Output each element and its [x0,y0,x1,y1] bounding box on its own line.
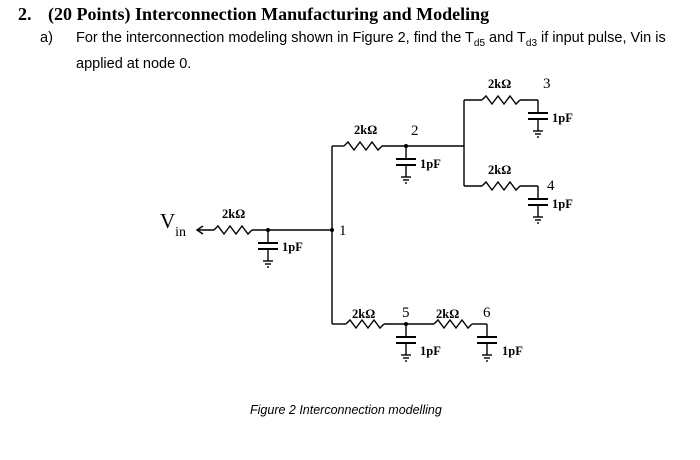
capacitor-label-c4: 1pF [552,197,573,211]
resistor-label-r6: 2kΩ [436,307,459,321]
part-a-text-mid: and T [485,30,526,46]
part-a-sub-d5: d5 [473,37,486,49]
capacitor-c3 [527,99,549,138]
capacitor-label-c6: 1pF [502,344,523,358]
capacitor-c2 [395,145,417,184]
resistor-label-r3: 2kΩ [488,77,511,91]
part-a-text-before: For the interconnection modeling shown i… [76,30,474,46]
resistor-r5 [345,318,385,330]
question-number: 2. [18,4,32,24]
capacitor-c5 [395,323,417,362]
part-a-label: a) [40,30,53,46]
resistor-r1 [213,224,253,236]
part-a-sub-d3: d3 [525,37,538,49]
part-a-text: a) For the interconnection modeling show… [40,28,695,75]
capacitor-label-c1: 1pF [282,240,303,254]
question-heading: 2. (20 Points) Interconnection Manufactur… [18,4,489,25]
input-label: Vin [160,209,186,240]
circuit-wires [197,94,538,330]
question-title: (20 Points) Interconnection Manufacturin… [48,4,490,24]
capacitor-label-c5: 1pF [420,344,441,358]
capacitor-c4 [527,185,549,224]
resistor-label-r5: 2kΩ [352,307,375,321]
resistor-r6 [433,318,473,330]
resistor-r3 [481,94,521,106]
input-arrow-icon [195,225,204,235]
resistor-label-r2: 2kΩ [354,123,377,137]
part-a-text-after: if input pulse, Vin is applied at node 0… [76,30,666,72]
resistor-r2 [343,140,383,152]
figure-caption: Figure 2 Interconnection modelling [250,403,442,417]
capacitor-c6 [476,323,498,362]
node-dots [266,144,408,326]
node-label-1: 1 [339,223,347,239]
resistor-label-r4: 2kΩ [488,163,511,177]
part-a-body: For the interconnection modeling shown i… [76,28,695,75]
resistor-label-r1: 2kΩ [222,207,245,221]
node-label-6: 6 [483,305,491,321]
node-label-2: 2 [411,123,419,139]
node-label-5: 5 [402,305,410,321]
node-label-3: 3 [543,76,551,92]
node-label-4: 4 [547,178,555,194]
capacitor-c1 [257,229,279,268]
capacitor-label-c3: 1pF [552,111,573,125]
capacitor-label-c2: 1pF [420,157,441,171]
resistor-r4 [481,180,521,192]
